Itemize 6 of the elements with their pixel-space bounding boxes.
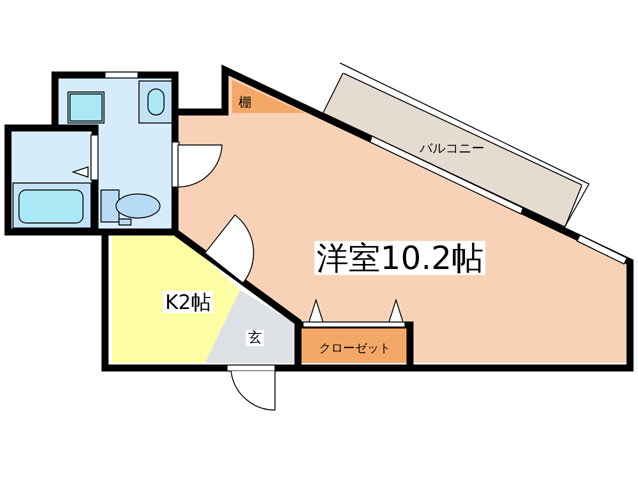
room-label: バルコニー	[418, 142, 486, 156]
room-label: 洋室10.2帖	[314, 241, 486, 275]
room-label: クローゼット	[318, 341, 392, 355]
room-label: 玄	[246, 330, 264, 346]
room-label: 棚	[238, 96, 252, 110]
room-label: K2帖	[163, 291, 213, 313]
